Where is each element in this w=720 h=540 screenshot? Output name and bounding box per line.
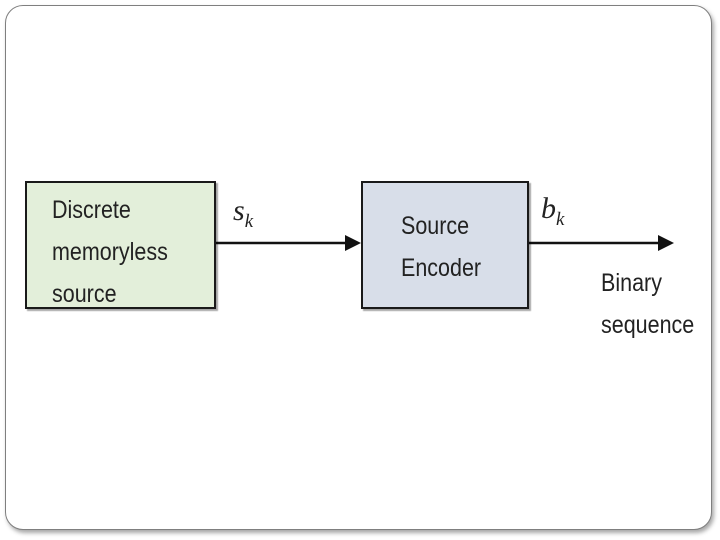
signal-symbol: s [233,194,245,227]
source-encoder-block: Source Encoder [361,181,529,309]
discrete-memoryless-source-block: Discrete memoryless source [25,181,216,309]
signal-subscript: k [244,211,254,232]
source-label-line: source [52,280,117,308]
output-label-line: sequence [601,311,695,339]
source-label-line: memoryless [52,238,168,266]
encoder-label-line: Source [401,212,470,240]
signal-label-sk: sk [233,194,253,232]
binary-sequence-label: Binary sequence [601,262,694,346]
encoder-label-line: Encoder [401,254,482,282]
encoder-block-label: Source Encoder [401,205,481,289]
signal-symbol: b [541,192,556,225]
signal-subscript: k [556,209,565,230]
source-block-label: Discrete memoryless source [52,189,168,315]
signal-label-bk: bk [541,192,564,230]
output-label-line: Binary [601,269,662,297]
source-label-line: Discrete [52,196,131,224]
